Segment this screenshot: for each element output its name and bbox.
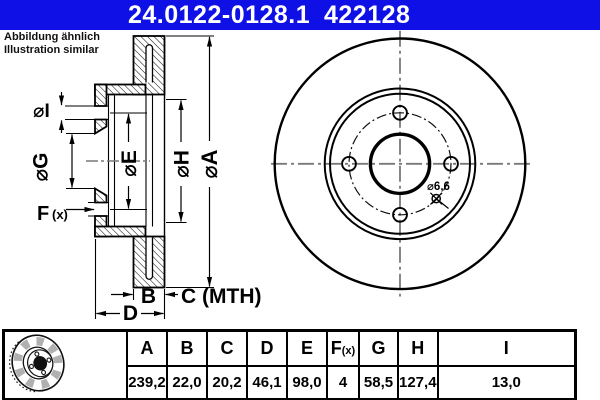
- value-b: 22,0: [166, 365, 208, 400]
- value-c: 20,2: [206, 365, 248, 400]
- dim-label-d: D: [123, 302, 138, 325]
- col-header-f: F(x): [326, 329, 360, 367]
- col-header-c: C: [206, 329, 248, 367]
- bolt-circle: [348, 112, 452, 216]
- header-bar: 24.0122-0128.1 422128: [0, 0, 600, 30]
- value-f: 4: [326, 365, 360, 400]
- note-line-en: Illustration similar: [4, 44, 99, 56]
- dim-label-c: C (MTH): [181, 285, 261, 308]
- value-a: 239,2: [126, 365, 168, 400]
- value-d: 46,1: [246, 365, 288, 400]
- col-header-h: H: [397, 329, 439, 367]
- dim-label-i: ⌀I: [33, 101, 50, 122]
- part-number: 24.0122-0128.1: [128, 1, 311, 29]
- value-h: 127,4: [397, 365, 439, 400]
- col-header-e: E: [286, 329, 328, 367]
- dim-label-fx: (x): [52, 207, 68, 222]
- disc-outer-circle: [273, 37, 527, 291]
- col-header-g: G: [358, 329, 399, 367]
- col-header-d: D: [246, 329, 288, 367]
- dim-label-f: F: [37, 203, 49, 225]
- col-header-b: B: [166, 329, 208, 367]
- friction-ring-outer: [323, 87, 477, 241]
- dim-label-h: ⌀H: [171, 150, 194, 178]
- reference-number: 422128: [324, 1, 411, 29]
- center-bore-circle: [368, 132, 432, 196]
- similarity-note: Abbildung ähnlich Illustration similar: [4, 31, 100, 57]
- front-view-drawing: ⌀6,6: [271, 30, 533, 297]
- col-header-i: I: [436, 329, 577, 367]
- section-view-drawing: ⌀I ⌀G ⌀E ⌀H ⌀A F (x) B C (MTH) D: [30, 35, 261, 325]
- dim-label-b: B: [141, 285, 156, 308]
- brake-disc-icon: [8, 333, 65, 392]
- value-g: 58,5: [358, 365, 399, 400]
- friction-ring-inner: [329, 92, 471, 235]
- dim-label-a: ⌀A: [197, 149, 222, 178]
- technical-drawing: ⌀I ⌀G ⌀E ⌀H ⌀A F (x) B C (MTH) D: [30, 30, 533, 325]
- bolt-holes: [341, 104, 459, 223]
- set-screw-hole: [429, 192, 449, 209]
- dimension-table: A B C D E F(x) G H I 239,2 22,0 20,2 46,…: [2, 329, 578, 400]
- value-i: 13,0: [436, 365, 577, 400]
- brake-disc-icon-cell: [2, 329, 128, 400]
- dim-label-e: ⌀E: [118, 150, 141, 177]
- hole-diameter-label: ⌀6,6: [427, 181, 450, 193]
- col-header-a: A: [126, 329, 168, 367]
- value-e: 98,0: [286, 365, 328, 400]
- dim-label-g: ⌀G: [30, 153, 53, 182]
- note-line-de: Abbildung ähnlich: [4, 31, 100, 43]
